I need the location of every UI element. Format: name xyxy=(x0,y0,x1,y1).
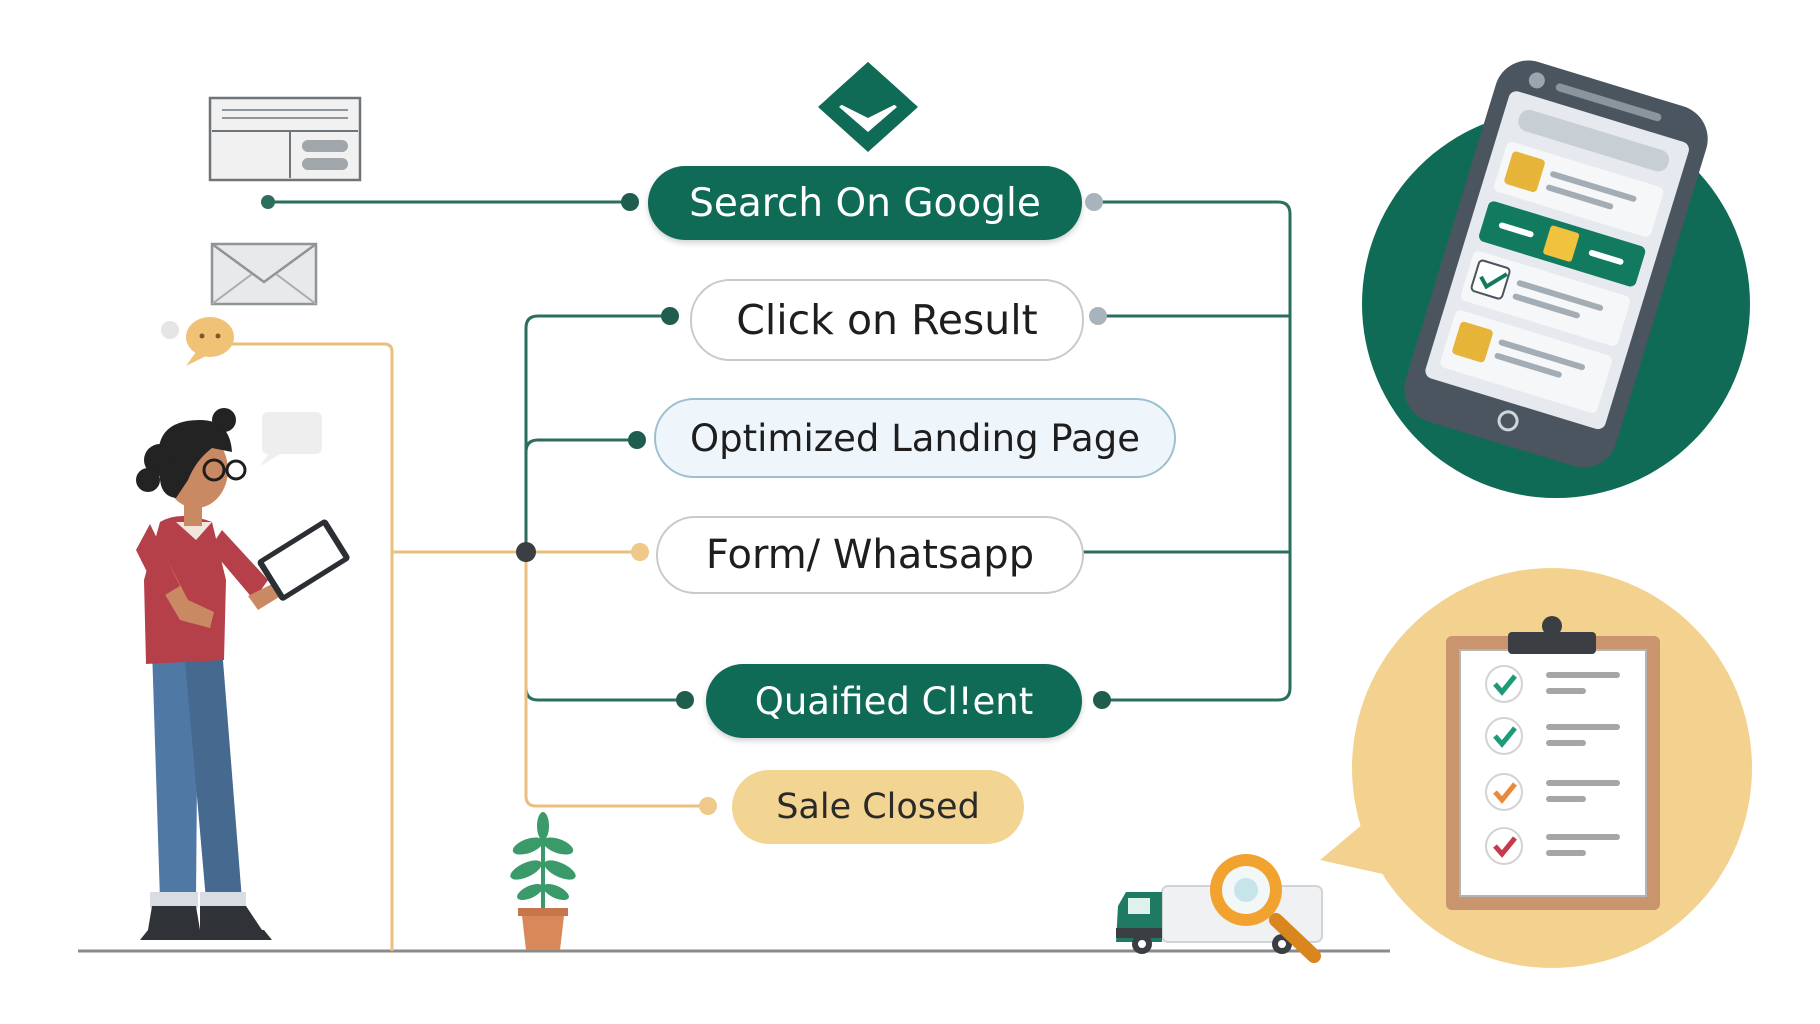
step-sale-closed: Sale Closed xyxy=(732,770,1024,844)
connector-dot xyxy=(1093,691,1111,709)
step-label: Quaified Cl!ent xyxy=(754,679,1034,723)
connector-dot xyxy=(1089,307,1107,325)
connector-dot xyxy=(621,193,639,211)
connector-junction xyxy=(516,542,536,562)
speech-bubble-icon xyxy=(260,412,322,466)
connector-dot xyxy=(661,307,679,325)
connector-dot xyxy=(628,431,646,449)
brand-logo-icon xyxy=(818,62,918,152)
step-search-on-google: Search On Google xyxy=(648,166,1082,240)
connector-dot xyxy=(261,195,275,209)
step-label: Click on Result xyxy=(736,296,1038,344)
potted-plant-icon xyxy=(510,812,576,950)
step-optimized-landing-page: Optimized Landing Page xyxy=(654,398,1176,478)
connector-dot xyxy=(1085,193,1103,211)
envelope-icon xyxy=(210,242,318,306)
person-with-tablet-icon xyxy=(136,408,350,940)
step-click-on-result: Click on Result xyxy=(690,279,1084,361)
step-label: Form/ Whatsapp xyxy=(705,532,1035,578)
magnifier-icon xyxy=(1210,854,1321,963)
connector-right-bracket xyxy=(1094,200,1292,702)
step-label: Optimized Landing Page xyxy=(690,416,1140,460)
step-qualified-client: Quaified Cl!ent xyxy=(706,664,1082,738)
connector-landing xyxy=(524,438,637,453)
connector-dot xyxy=(631,543,649,561)
connector-left-bracket xyxy=(524,314,685,702)
connector-orange-chat xyxy=(226,342,394,951)
chat-bubble-icon xyxy=(161,317,234,366)
smartphone-icon xyxy=(1404,60,1708,468)
connector-dot xyxy=(699,797,717,815)
step-form-whatsapp: Form/ Whatsapp xyxy=(656,516,1084,594)
step-label: Sale Closed xyxy=(776,787,980,827)
connector-dot xyxy=(676,691,694,709)
browser-window-icon xyxy=(208,96,362,182)
clipboard-checklist-icon xyxy=(1446,616,1660,910)
connector-orange-sale xyxy=(524,552,708,808)
step-label: Search On Google xyxy=(689,180,1041,226)
